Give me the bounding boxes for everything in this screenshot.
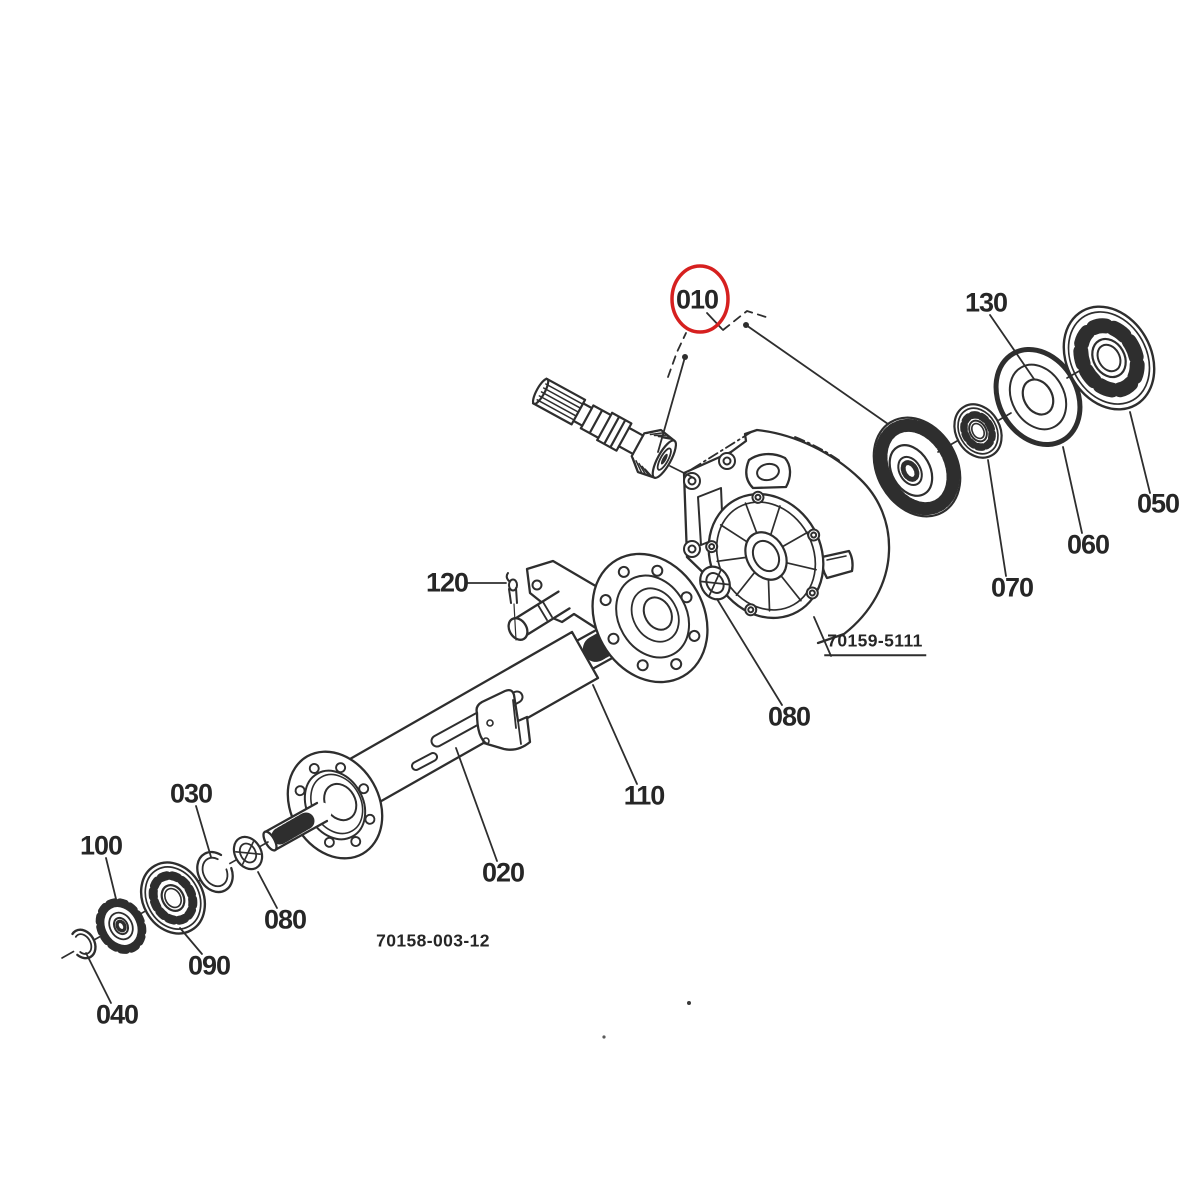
seal-080-housing <box>699 565 731 601</box>
bracket-dash-010 <box>722 310 770 331</box>
callout-080-housing: 080 <box>767 701 811 732</box>
differential-housing <box>682 428 891 645</box>
gear-teeth <box>95 898 147 954</box>
pinion-bevel-shaft <box>531 377 677 479</box>
clamp-bracket <box>475 688 532 751</box>
seal-080-shaft <box>232 835 264 871</box>
retainer-spokes <box>1073 318 1145 398</box>
leader-040 <box>85 952 112 1004</box>
callout-080-shaft: 080 <box>263 904 307 935</box>
hidden-edge-line <box>794 436 841 462</box>
callout-010: 010 <box>675 284 719 315</box>
axle-assembly <box>262 552 709 860</box>
scan-speck <box>602 1035 606 1039</box>
callout-060: 060 <box>1066 529 1110 560</box>
callout-020: 020 <box>481 857 525 888</box>
gear-teeth-band <box>874 418 960 516</box>
snap-ring-030 <box>196 850 234 894</box>
axis-stub-lines <box>669 369 1082 479</box>
callout-130: 130 <box>964 287 1008 318</box>
callout-100: 100 <box>79 830 123 861</box>
callout-110: 110 <box>623 780 666 811</box>
callout-120: 120 <box>425 567 469 598</box>
axle-flange-upper <box>591 552 709 684</box>
spline-lines <box>536 383 583 421</box>
coupling-gear-100 <box>95 898 147 954</box>
leader-lines <box>85 310 1151 1004</box>
leader-090 <box>179 927 203 955</box>
hidden-edge-line <box>691 430 754 470</box>
ball-bearing-090 <box>139 861 207 935</box>
leader-050 <box>1129 411 1151 494</box>
leader-100 <box>105 857 118 904</box>
leader-020 <box>455 747 498 862</box>
highlight-circle-010 <box>670 264 730 334</box>
housing-fill-pad <box>745 452 792 490</box>
leader-070 <box>987 459 1007 577</box>
spline-bore <box>900 460 920 482</box>
bearing-retainer-050 <box>1062 305 1156 411</box>
leader-080-housing <box>716 598 783 706</box>
scan-speck <box>687 1001 691 1005</box>
leader-110 <box>592 684 638 785</box>
clip-040 <box>69 928 97 960</box>
stop-rod <box>507 590 574 641</box>
differential-bevel-gear <box>872 416 962 518</box>
leader-060 <box>1062 446 1083 534</box>
face-bolt-ears <box>705 490 821 617</box>
leader-housing-code <box>813 616 832 657</box>
leader-030 <box>195 805 212 858</box>
callout-040: 040 <box>95 999 139 1030</box>
callout-050: 050 <box>1136 488 1180 519</box>
washer-130 <box>1008 363 1068 431</box>
pinion-gear-teeth <box>632 429 674 478</box>
bearing-balls <box>148 871 198 925</box>
callout-090: 090 <box>187 950 231 981</box>
bracket-dash-010 <box>667 332 687 378</box>
leader-130 <box>989 314 1035 380</box>
bearing-balls <box>960 411 996 451</box>
housing-part-number: 70159-5111 <box>824 632 926 656</box>
lock-pin-120 <box>505 572 518 641</box>
leader-080-shaft <box>257 871 278 909</box>
leader-010 <box>706 312 723 330</box>
drawing-number: 70158-003-12 <box>376 930 490 951</box>
housing-front-face <box>705 490 825 620</box>
callout-030: 030 <box>169 778 213 809</box>
callout-070: 070 <box>990 572 1034 603</box>
ball-bearing-070 <box>953 403 1003 459</box>
